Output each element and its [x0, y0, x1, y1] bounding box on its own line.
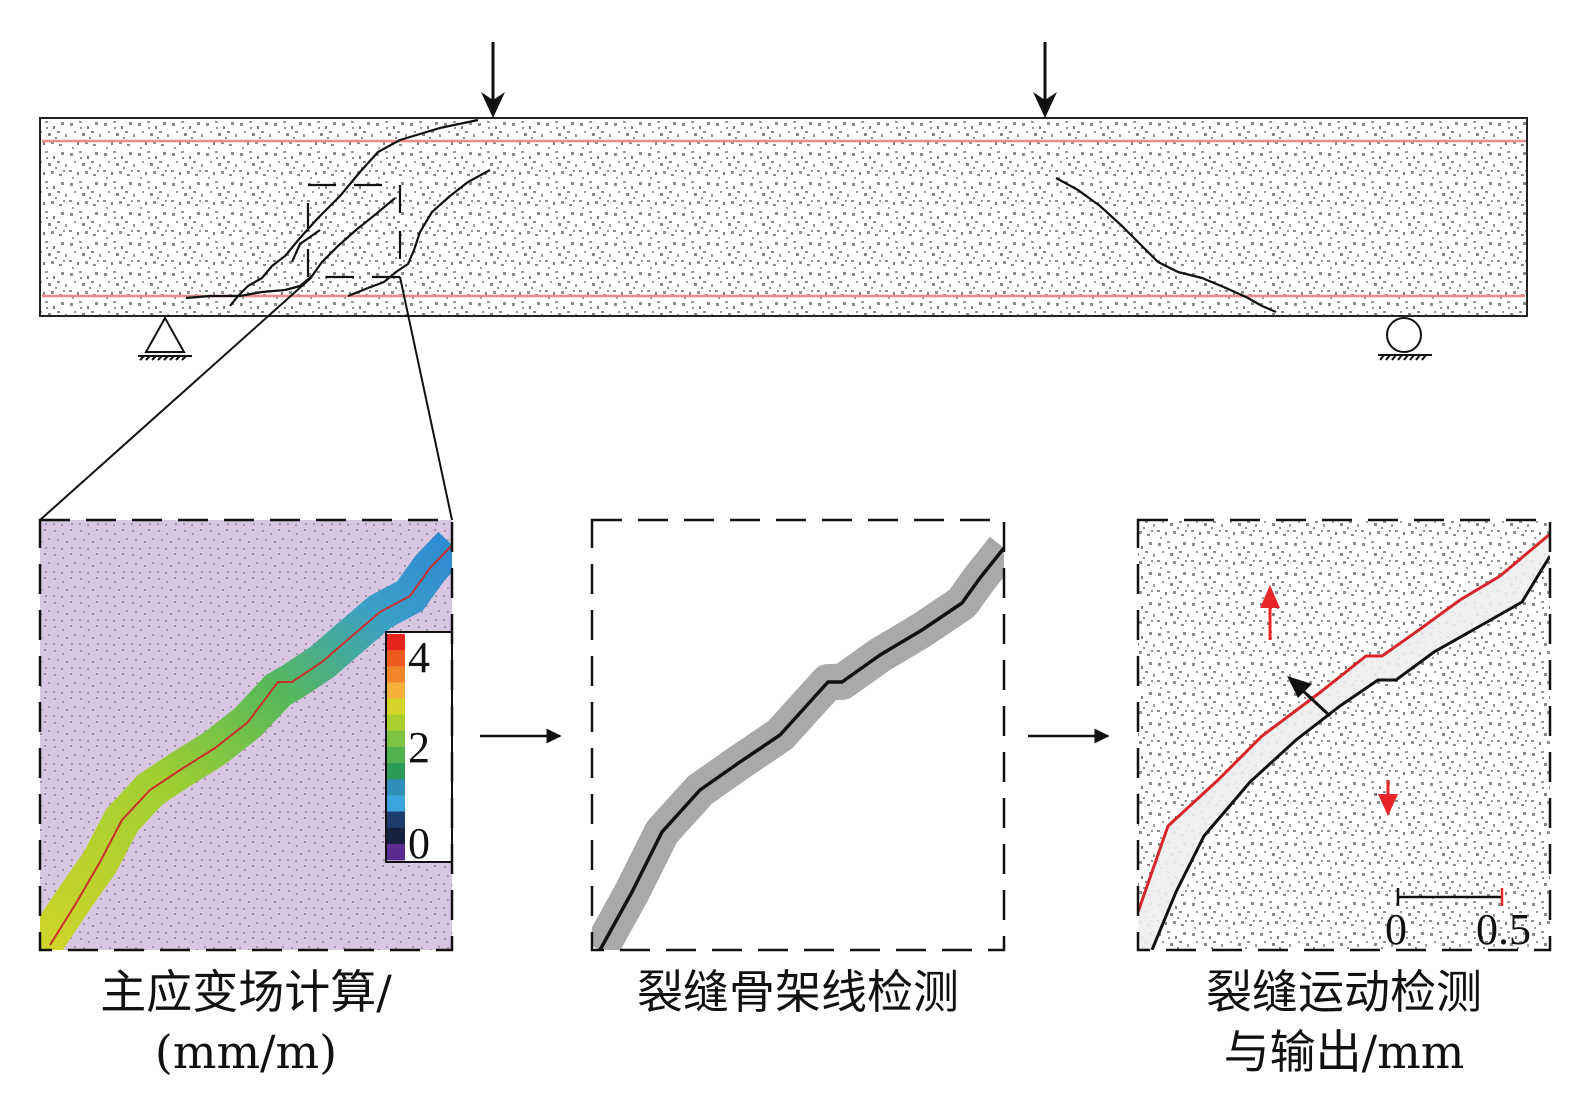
colorbar-tick-mid: 2 — [408, 723, 430, 772]
motion-edge-red — [1138, 532, 1550, 913]
colorbar-swatch — [387, 650, 405, 667]
load-arrow-left — [481, 42, 505, 118]
colorbar-swatch — [387, 779, 405, 796]
strain-caption: 主应变场计算/ (mm/m) — [40, 962, 452, 1082]
scale-bar-start-label: 0 — [1385, 905, 1407, 954]
shear-crack-3 — [185, 197, 396, 300]
colorbar-swatches — [387, 634, 405, 861]
scale-bar-end-label: 0.5 — [1476, 905, 1531, 954]
beam-outline — [39, 117, 1528, 317]
strain-caption-line-1: 主应变场计算/ — [100, 965, 392, 1019]
beam — [39, 117, 1528, 317]
colorbar-swatch — [387, 634, 405, 651]
colorbar-swatch — [387, 811, 405, 829]
skeleton-line — [598, 546, 1004, 950]
pin-support — [138, 315, 192, 361]
displacement-arrow-up — [1260, 585, 1280, 640]
colorbar-swatch — [387, 682, 405, 700]
load-arrow-right — [1033, 42, 1057, 118]
beam-speckle — [40, 118, 1527, 316]
colorbar-tick-min: 0 — [408, 819, 430, 868]
shear-crack-4 — [290, 229, 321, 263]
roller-support — [1378, 317, 1432, 361]
motion-panel: 0 0.5 — [1136, 518, 1552, 954]
colorbar-swatch — [387, 666, 405, 683]
colorbar-tick-max: 4 — [408, 633, 430, 682]
strain-caption-line-2: (mm/m) — [154, 1025, 338, 1079]
skeleton-panel — [590, 518, 1006, 952]
zoom-line-left — [39, 276, 313, 521]
strain-skeleton-line — [49, 544, 452, 946]
motion-frame — [1136, 518, 1552, 952]
colorbar-swatch — [387, 795, 405, 813]
colorbar-swatch — [387, 827, 405, 845]
colorbar-swatch — [387, 730, 405, 748]
strain-panel: 4 2 0 — [38, 518, 454, 952]
motion-edge-black — [1150, 555, 1550, 950]
crack-opening-band — [1138, 534, 1550, 950]
skeleton-caption-line-1: 裂缝骨架线检测 — [637, 965, 959, 1019]
scale-bar: 0 0.5 — [1385, 888, 1531, 954]
zoom-line-right — [399, 276, 453, 521]
colorbar: 4 2 0 — [385, 631, 453, 868]
skeleton-caption: 裂缝骨架线检测 — [592, 962, 1004, 1022]
flexural-shear-crack-right — [1055, 177, 1277, 314]
colorbar-swatch — [387, 843, 405, 861]
motion-caption-line-1: 裂缝运动检测 — [1206, 965, 1482, 1019]
colorbar-swatch — [387, 714, 405, 732]
motion-caption: 裂缝运动检测 与输出/mm — [1138, 962, 1550, 1082]
skeleton-frame — [590, 518, 1006, 952]
colorbar-swatch — [387, 747, 405, 764]
displacement-arrow-down — [1378, 780, 1398, 816]
skeleton-halo — [592, 536, 1004, 950]
colorbar-swatch — [387, 698, 405, 716]
colorbar-swatch — [387, 763, 405, 780]
normal-direction-arrow — [1287, 676, 1332, 718]
roi-box — [306, 183, 402, 279]
motion-caption-line-2: 与输出/mm — [1223, 1025, 1465, 1079]
strain-frame — [38, 518, 454, 952]
shear-crack-2 — [347, 169, 491, 298]
